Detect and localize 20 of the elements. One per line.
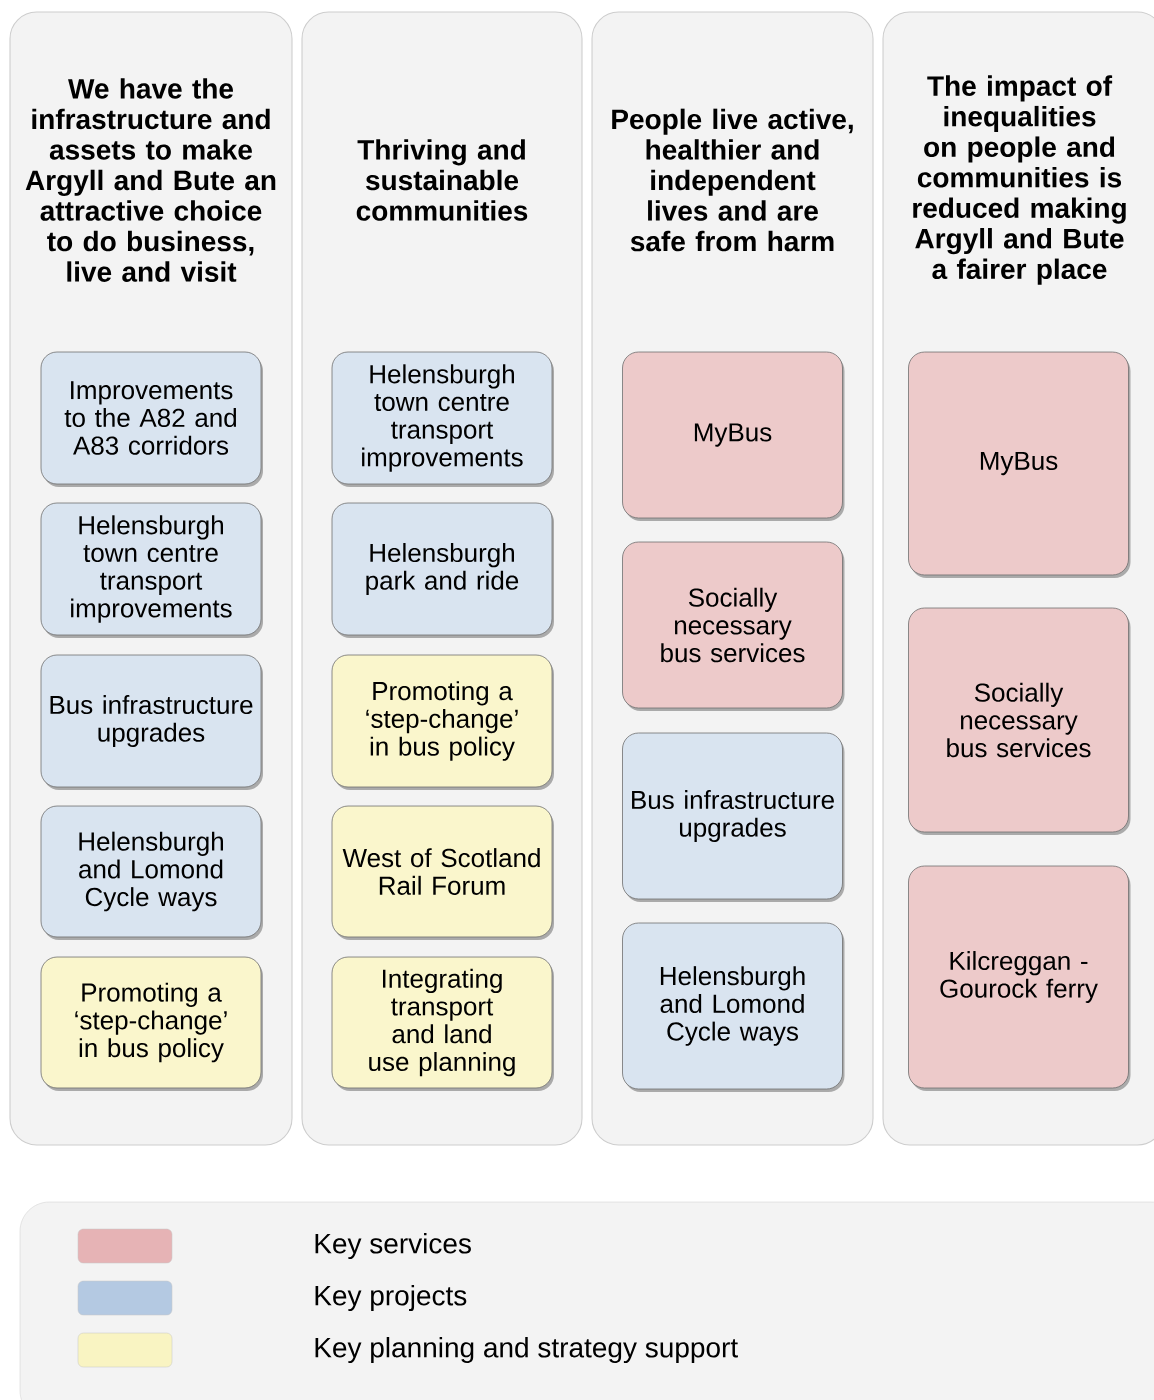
legend-label: Key planning and strategy support (315, 1336, 738, 1364)
item-box: Promoting a ‘step-change’ in bus policy (331, 654, 554, 790)
item-box: MyBus (622, 351, 845, 521)
item-box: West of Scotland Rail Forum (331, 805, 554, 940)
item-box: Bus infrastructure upgrades (40, 654, 263, 790)
item-box: MyBus (908, 351, 1131, 578)
legend-label: Key projects (315, 1284, 467, 1312)
item-box: Integrating transport and land use planning (331, 956, 554, 1091)
item-box: Promoting a ‘step-change’ in bus policy (40, 956, 263, 1091)
item-box: Improvements to the A82 and A83 corridors (40, 351, 263, 487)
item-box: Kilcreggan - Gourock ferry (908, 865, 1131, 1091)
item-box: Bus infrastructure upgrades (622, 732, 845, 902)
item-box: Socially necessary bus services (622, 541, 845, 711)
item-box: Helensburgh town centre transport improvements (331, 351, 554, 487)
legend-label: Key services (315, 1232, 471, 1260)
item-box: Helensburgh park and ride (331, 502, 554, 638)
item-box: Socially necessary bus services (908, 607, 1131, 835)
item-box: Helensburgh and Lomond Cycle ways (40, 805, 263, 940)
item-box: Helensburgh and Lomond Cycle ways (622, 922, 845, 1092)
item-box: Helensburgh town centre transport improvements (40, 502, 263, 638)
